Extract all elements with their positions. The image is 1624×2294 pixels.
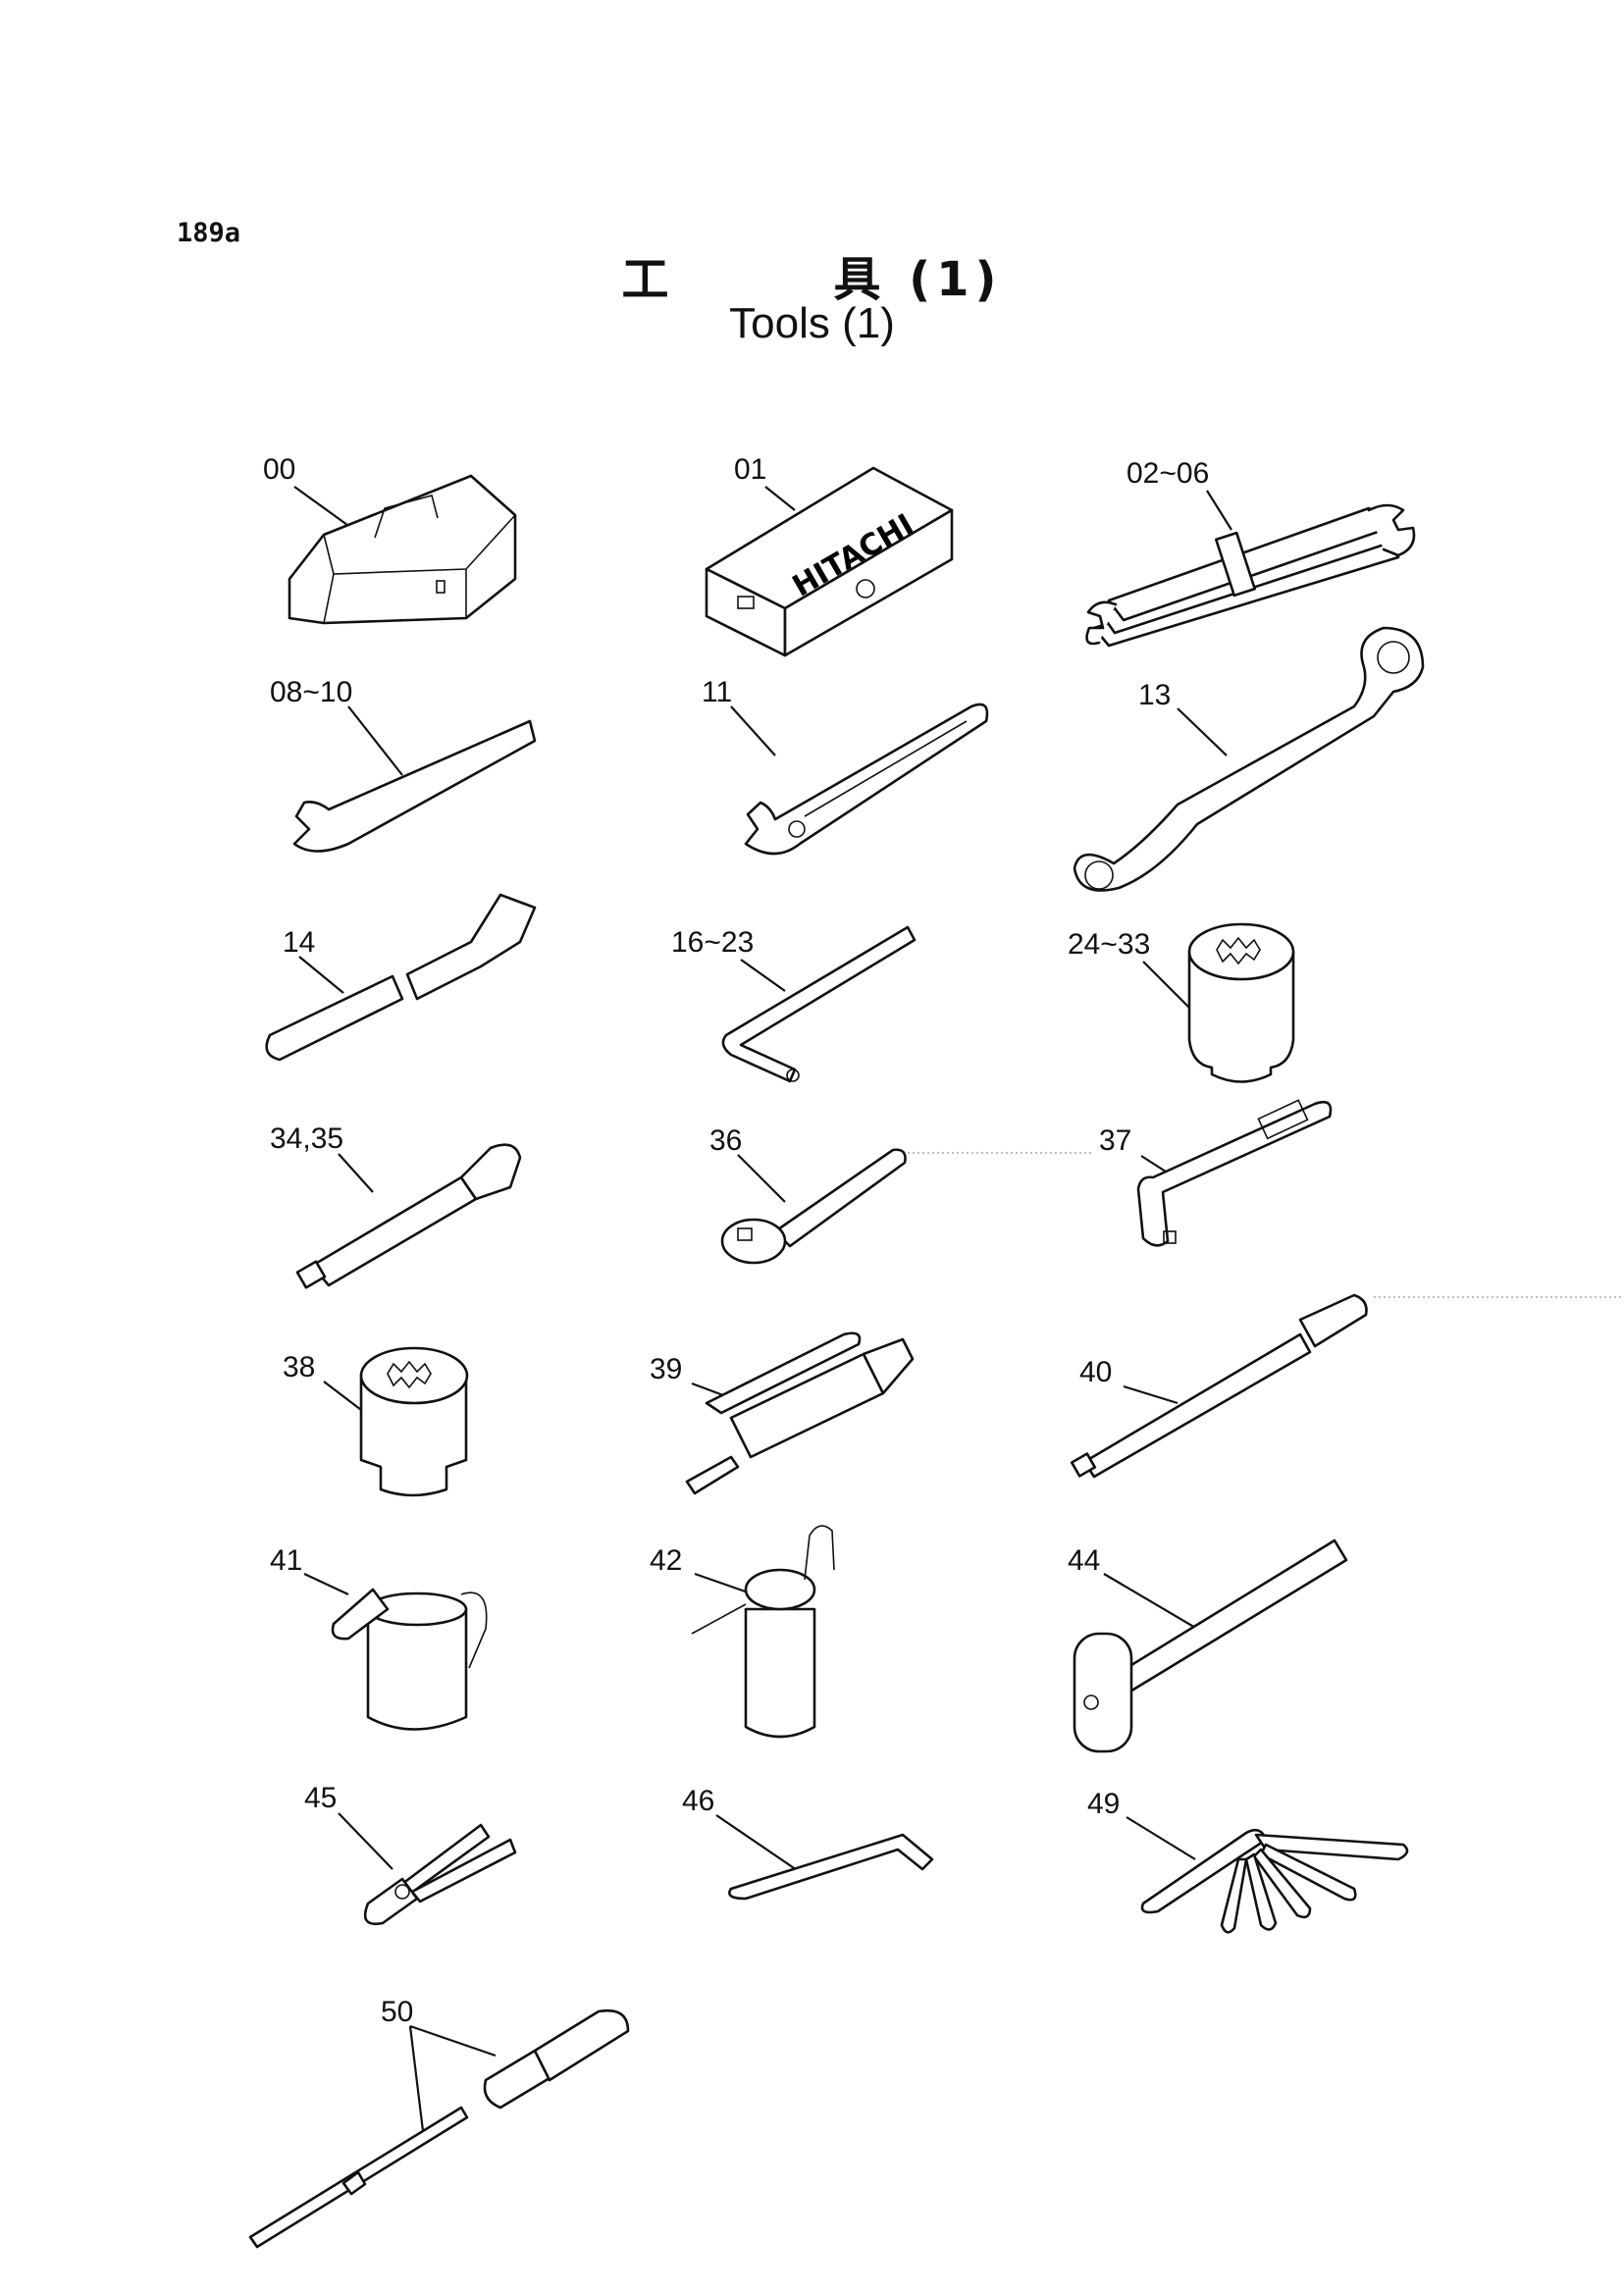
item-37-l-handle: 37 [1099, 1099, 1624, 1298]
item-45-pliers: 45 [304, 1782, 517, 1926]
item-11-adjustable-wrench: 11 [702, 676, 989, 856]
label-02-06: 02~06 [1126, 457, 1209, 490]
label-08-10: 08~10 [270, 676, 352, 708]
title-english: Tools (1) [729, 299, 895, 347]
item-01-tool-case: 01 HITACHI [705, 453, 954, 657]
label-14: 14 [283, 926, 315, 959]
item-38-socket: 38 [283, 1346, 469, 1497]
item-24-33-socket: 24~33 [1068, 922, 1295, 1083]
item-44-hammer: 44 [1068, 1538, 1348, 1753]
label-36: 36 [709, 1124, 742, 1157]
item-02-06-wrench-set: 02~06 [1085, 457, 1416, 648]
label-11: 11 [702, 676, 732, 708]
label-34-35: 34,35 [270, 1122, 343, 1155]
label-37: 37 [1099, 1124, 1131, 1157]
label-46: 46 [682, 1785, 714, 1817]
item-46-pry-bar: 46 [682, 1785, 934, 1901]
item-41-oil-jug: 41 [270, 1544, 488, 1731]
label-39: 39 [650, 1353, 682, 1385]
item-50-screwdriver: 50 [248, 1996, 630, 2249]
item-34-35-extension-bar: 34,35 [270, 1122, 522, 1289]
item-49-feeler-gauge: 49 [1087, 1788, 1409, 1934]
item-08-10-spanner: 08~10 [270, 676, 537, 853]
label-38: 38 [283, 1351, 315, 1383]
item-14-bar: 14 [265, 893, 537, 1062]
item-40-torque-wrench: 40 [1070, 1293, 1368, 1479]
label-16-23: 16~23 [671, 926, 754, 959]
label-13: 13 [1138, 679, 1171, 711]
label-40: 40 [1079, 1356, 1112, 1388]
label-00: 00 [263, 453, 295, 486]
page-number: 189a [177, 218, 241, 248]
item-39-grease-gun: 39 [650, 1331, 915, 1495]
label-01: 01 [734, 453, 766, 486]
label-41: 41 [270, 1544, 302, 1577]
label-24-33: 24~33 [1068, 928, 1150, 961]
item-16-23-hex-key: 16~23 [671, 925, 917, 1083]
label-42: 42 [650, 1544, 682, 1577]
label-45: 45 [304, 1782, 337, 1814]
label-50: 50 [381, 1996, 413, 2028]
item-13-offset-ring-wrench: 13 [1073, 626, 1425, 892]
title-japanese: 工 具 (1) [621, 252, 1003, 307]
item-36-ratchet-handle: 36 [709, 1124, 1094, 1265]
item-00-toolbox: 00 [263, 453, 517, 625]
item-42-oiler: 42 [650, 1525, 835, 1739]
label-49: 49 [1087, 1788, 1120, 1820]
label-44: 44 [1068, 1544, 1100, 1577]
